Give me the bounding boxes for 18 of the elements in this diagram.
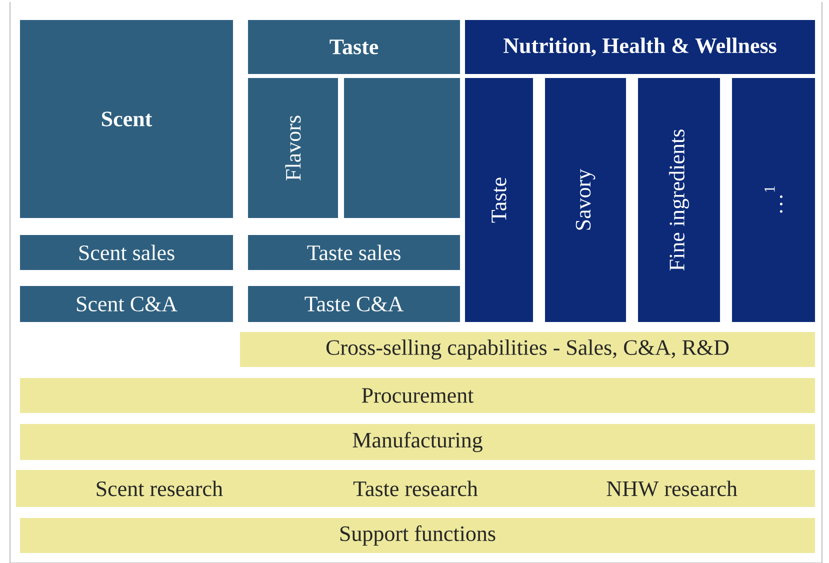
segment-header: Taste [248, 20, 460, 74]
function-bar: Scent sales [20, 235, 233, 270]
unit-column: Flavors [248, 78, 338, 218]
segment-box: Scent [20, 20, 233, 218]
function-bar: Taste C&A [248, 286, 460, 322]
unit-column: …$^{1}$ [732, 78, 815, 322]
unit-column: Fine ingredients [638, 78, 720, 322]
function-bar: Taste sales [248, 235, 460, 270]
unit-column: Savory [545, 78, 626, 322]
capability-bar: Support functions [20, 518, 815, 553]
capability-bar: Manufacturing [20, 424, 815, 460]
unit-column [344, 78, 460, 218]
segment-header: Nutrition, Health & Wellness [465, 20, 815, 74]
capability-bar: Cross-selling capabilities - Sales, C&A, R&D [240, 332, 815, 367]
capability-bar: Procurement [20, 378, 815, 413]
capability-bar: Scent research Taste research NHW research [16, 470, 815, 507]
unit-column: Taste [465, 78, 533, 322]
function-bar: Scent C&A [20, 286, 233, 322]
